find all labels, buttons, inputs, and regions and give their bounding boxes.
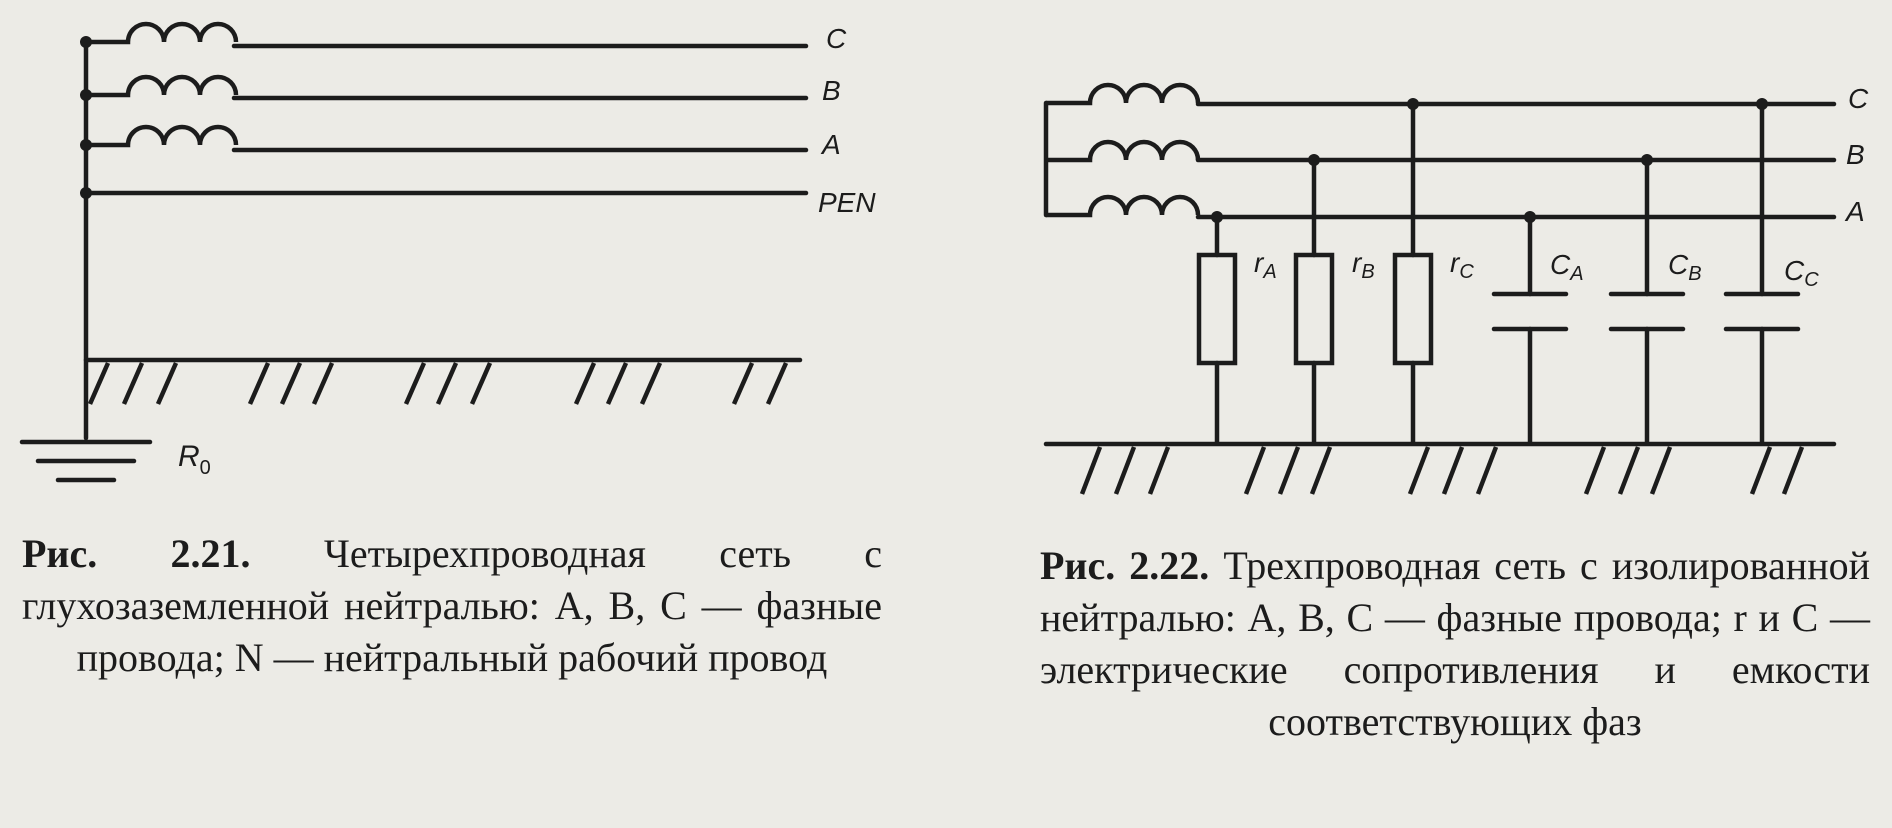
fig2-coil-c: [1046, 82, 1201, 106]
fig1-node-b: [80, 89, 92, 101]
figure-2-diagram: C B A rA rB rC CA CB CC: [1043, 82, 1869, 495]
fig1-node-pen: [80, 187, 92, 199]
capacitor-icon: [1491, 291, 1569, 332]
fig2-node-rb: [1308, 154, 1320, 166]
figure-2-number: Рис. 2.22.: [1040, 543, 1210, 588]
fig2-label-ra: rA: [1254, 247, 1277, 283]
fig1-label-pen: PEN: [818, 187, 876, 218]
fig1-node-c: [80, 36, 92, 48]
figure-1-number: Рис. 2.21.: [22, 531, 251, 576]
fig2-label-b: B: [1846, 139, 1865, 170]
fig2-label-a: A: [1844, 196, 1865, 227]
figure-2-caption: Рис. 2.22. Трехпроводная сеть с изолиров…: [1040, 540, 1870, 748]
resistor-icon: [1392, 252, 1434, 366]
figure-2-caption-text: Трехпроводная сеть с изолированной нейтр…: [1040, 543, 1870, 744]
fig2-node-rc: [1407, 98, 1419, 110]
fig1-earth-hatch: [87, 362, 789, 405]
fig1-coil-c: [86, 21, 239, 45]
fig2-coil-a: [1046, 194, 1201, 218]
capacitor-icon: [1723, 291, 1801, 332]
fig1-node-a: [80, 139, 92, 151]
capacitor-icon: [1608, 291, 1686, 332]
fig2-label-cb: CB: [1668, 249, 1702, 285]
fig1-coil-a: [86, 124, 239, 148]
fig1-label-c: C: [826, 23, 847, 54]
fig1-label-b: B: [822, 75, 841, 106]
fig2-label-rc: rC: [1450, 247, 1474, 283]
fig2-node-ra: [1211, 211, 1223, 223]
fig1-coil-b: [86, 74, 239, 98]
figure-1-diagram: C B A PEN R0: [19, 21, 876, 483]
figure-1-caption-text: Четырехпроводная сеть с глухозаземленной…: [22, 531, 882, 680]
ground-icon: [19, 439, 153, 483]
resistor-icon: [1196, 252, 1238, 366]
fig2-node-ca: [1524, 211, 1536, 223]
resistor-icon: [1293, 252, 1335, 366]
fig2-earth-hatch: [1079, 446, 1805, 495]
fig1-label-a: A: [820, 129, 841, 160]
fig2-label-ca: CA: [1550, 249, 1584, 285]
fig2-node-cb: [1641, 154, 1653, 166]
fig2-node-cc: [1756, 98, 1768, 110]
fig2-coil-b: [1046, 139, 1201, 163]
fig2-label-cc: CC: [1784, 255, 1819, 291]
fig2-label-rb: rB: [1352, 247, 1375, 283]
fig2-label-c: C: [1848, 83, 1869, 114]
fig1-label-r0: R0: [178, 440, 211, 479]
figure-1-caption: Рис. 2.21. Четырехпроводная сеть с глухо…: [22, 528, 882, 684]
